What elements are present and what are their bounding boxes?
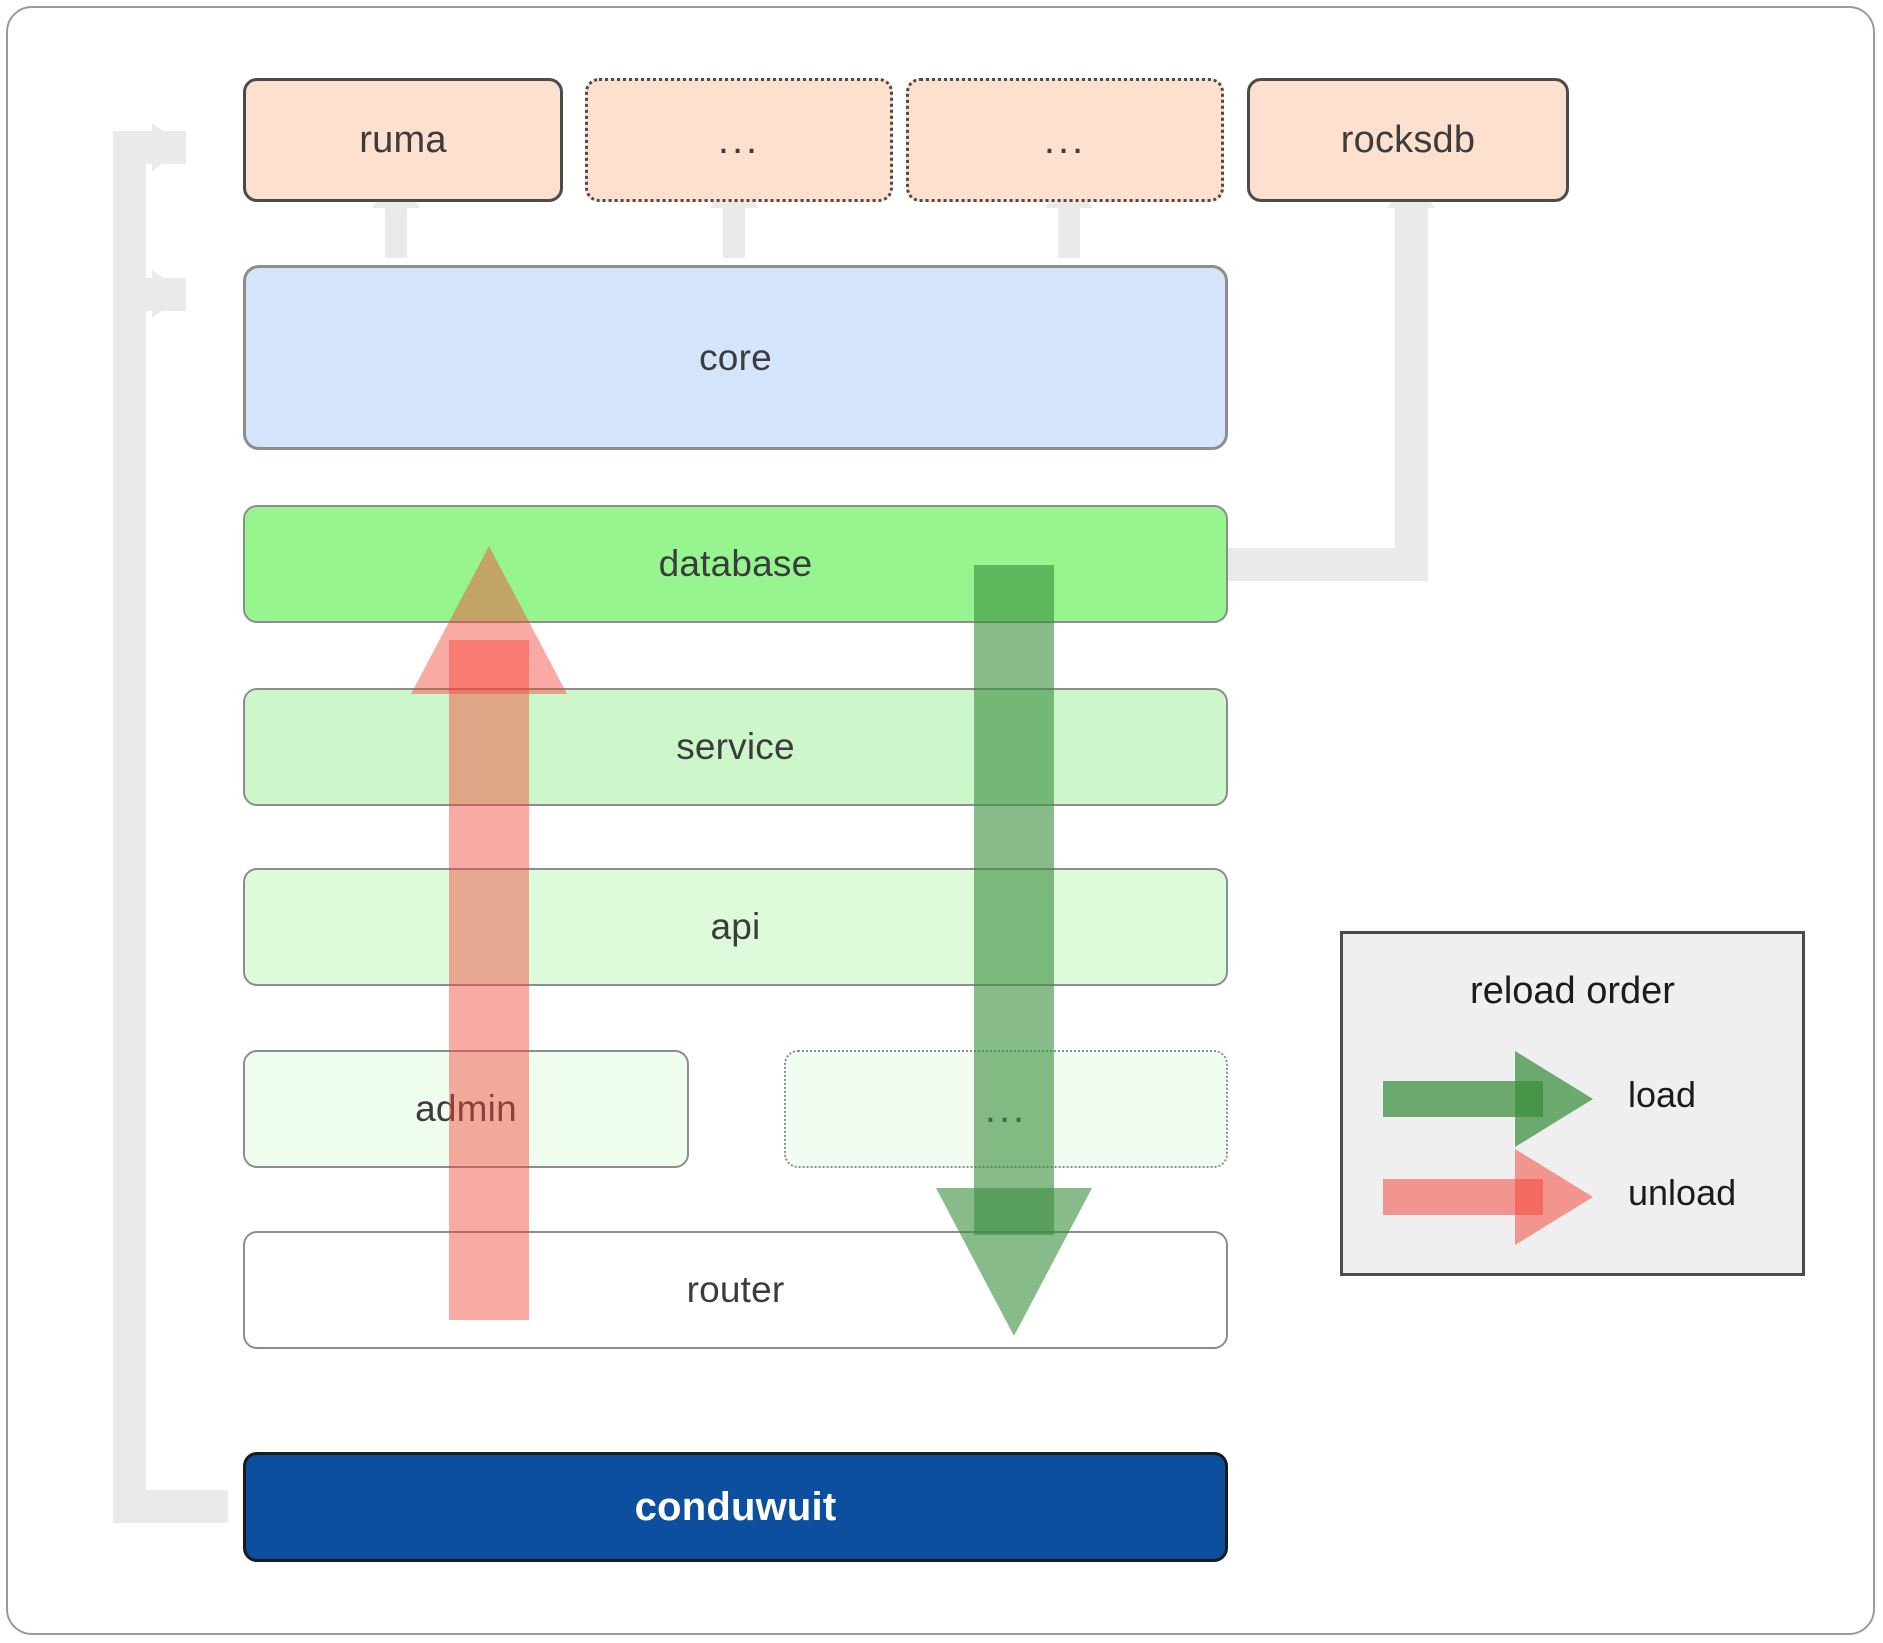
- root-box-conduwuit[interactable]: conduwuit: [243, 1452, 1228, 1562]
- connector-database-to-rocksdb-horizontal: [1223, 548, 1413, 581]
- dependency-box-ellipsis-1[interactable]: ...: [585, 78, 893, 202]
- connector-core-to-dep2: [723, 198, 745, 258]
- legend-load-label: load: [1628, 1074, 1697, 1115]
- dependency-box-ellipsis-2[interactable]: ...: [906, 78, 1224, 202]
- layer-label-core: core: [699, 336, 772, 378]
- layer-box-api[interactable]: api: [243, 868, 1228, 986]
- legend-unload-label: unload: [1628, 1172, 1737, 1213]
- connector-conduwuit-to-trunk: [113, 1490, 228, 1523]
- connector-arrow-core: [152, 270, 186, 318]
- dependency-label-ellipsis-2: ...: [1043, 118, 1087, 162]
- connector-database-to-rocksdb-vertical: [1395, 200, 1428, 581]
- layer-label-service: service: [676, 726, 795, 767]
- load-arrow-head: [936, 1188, 1092, 1336]
- diagram-frame: [6, 6, 1875, 1635]
- layer-label-api: api: [710, 906, 761, 947]
- dependency-label-rocksdb: rocksdb: [1340, 118, 1476, 161]
- connector-arrow-ruma: [152, 123, 186, 171]
- connector-core-to-ruma: [385, 198, 407, 258]
- layer-box-database[interactable]: database: [243, 505, 1228, 623]
- layer-label-router: router: [686, 1269, 785, 1310]
- root-label-conduwuit: conduwuit: [634, 1484, 837, 1529]
- legend-panel: reload order load unload: [1340, 931, 1805, 1276]
- legend-unload-arrowhead: [1515, 1149, 1593, 1245]
- dependency-label-ellipsis-1: ...: [717, 118, 761, 162]
- unload-arrow-shaft: [449, 640, 529, 1320]
- layer-box-service[interactable]: service: [243, 688, 1228, 806]
- dependency-box-ruma[interactable]: ruma: [243, 78, 563, 202]
- load-arrow-shaft: [974, 565, 1054, 1235]
- legend-load-arrowhead: [1515, 1051, 1593, 1147]
- unload-arrow-head: [411, 546, 567, 694]
- dependency-label-ruma: ruma: [359, 118, 447, 161]
- layer-box-core[interactable]: core: [243, 265, 1228, 450]
- connector-core-to-dep3: [1058, 198, 1080, 258]
- layer-label-database: database: [658, 543, 813, 584]
- connector-trunk-vertical: [113, 131, 146, 1521]
- dependency-box-rocksdb[interactable]: rocksdb: [1247, 78, 1569, 202]
- legend-title: reload order: [1470, 970, 1675, 1012]
